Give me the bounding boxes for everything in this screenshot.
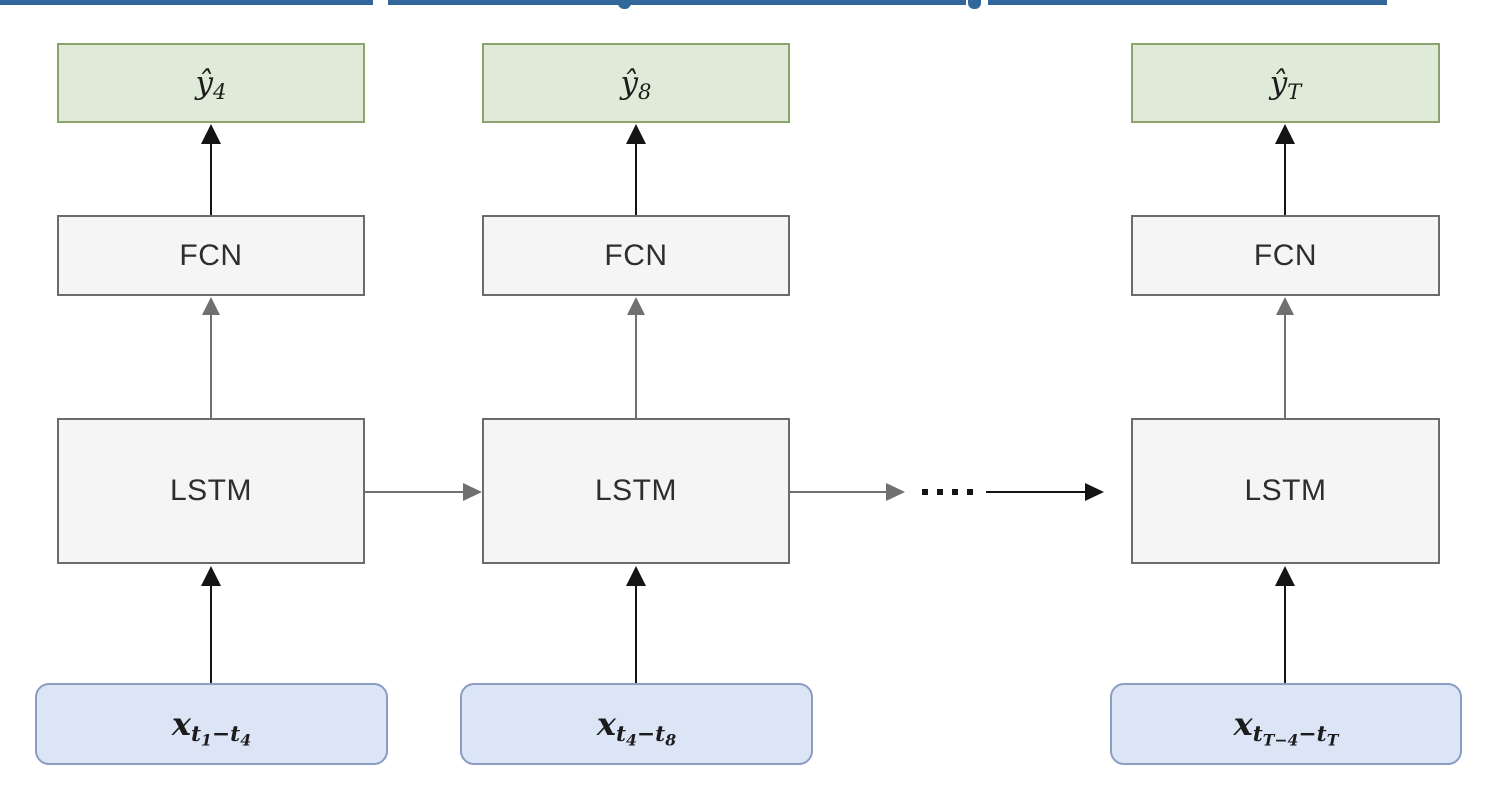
fcn-box-3: FCN	[1131, 215, 1440, 296]
fcn-box-2: FCN	[482, 215, 790, 296]
lstm-to-fcn-arrow-1	[210, 313, 212, 418]
input-label-1: xt1−t4	[171, 705, 252, 750]
arrow-up-icon	[626, 124, 646, 144]
input-box-1: xt1−t4	[35, 683, 388, 765]
arrow-up-icon	[202, 297, 220, 315]
fcn-label-3: FCN	[1253, 238, 1318, 272]
cropped-link-underline	[0, 0, 373, 5]
output-label-1: ŷ4	[195, 65, 227, 104]
ellipsis-dot	[937, 489, 943, 495]
cropped-link-underline	[388, 0, 966, 5]
lstm-box-2: LSTM	[482, 418, 790, 564]
output-box-2: ŷ8	[482, 43, 790, 123]
fcn-to-output-arrow-2	[635, 142, 637, 215]
lstm-label-1: LSTM	[169, 474, 252, 507]
input-to-lstm-arrow-1	[210, 584, 212, 683]
output-box-1: ŷ4	[57, 43, 365, 123]
lstm2-to-ellipsis-arrow	[790, 491, 886, 493]
input-box-3: xtT−4−tT	[1110, 683, 1462, 765]
output-label-3: ŷT	[1269, 65, 1302, 104]
lstm1-to-lstm2-arrow	[365, 491, 463, 493]
input-label-2: xt4−t8	[596, 705, 677, 750]
input-label-3: xtT−4−tT	[1233, 705, 1339, 750]
arrow-right-icon	[1085, 483, 1104, 501]
cropped-letter-descender	[968, 0, 981, 9]
ellipsis-dot	[922, 489, 928, 495]
lstm-to-fcn-arrow-3	[1284, 313, 1286, 418]
input-to-lstm-arrow-3	[1284, 584, 1286, 683]
fcn-to-output-arrow-1	[210, 142, 212, 215]
arrow-right-icon	[886, 483, 905, 501]
arrow-up-icon	[1275, 566, 1295, 586]
ellipsis-to-lstm3-arrow	[986, 491, 1085, 493]
arrow-up-icon	[201, 124, 221, 144]
output-label-2: ŷ8	[620, 65, 652, 104]
cropped-link-underline	[988, 0, 1387, 5]
input-box-2: xt4−t8	[460, 683, 813, 765]
fcn-box-1: FCN	[57, 215, 365, 296]
arrow-up-icon	[1275, 124, 1295, 144]
cropped-letter-descender	[618, 0, 631, 9]
fcn-label-2: FCN	[604, 238, 668, 272]
arrow-right-icon	[463, 483, 482, 501]
arrow-up-icon	[626, 566, 646, 586]
output-box-3: ŷT	[1131, 43, 1440, 123]
lstm-to-fcn-arrow-2	[635, 313, 637, 418]
input-to-lstm-arrow-2	[635, 584, 637, 683]
fcn-label-1: FCN	[179, 238, 243, 272]
arrow-up-icon	[1276, 297, 1294, 315]
lstm-box-1: LSTM	[57, 418, 365, 564]
arrow-up-icon	[201, 566, 221, 586]
lstm-label-2: LSTM	[594, 474, 677, 507]
lstm-box-3: LSTM	[1131, 418, 1440, 564]
lstm-label-3: LSTM	[1244, 474, 1327, 507]
ellipsis-dot	[952, 489, 958, 495]
fcn-to-output-arrow-3	[1284, 142, 1286, 215]
ellipsis-dot	[967, 489, 973, 495]
arrow-up-icon	[627, 297, 645, 315]
